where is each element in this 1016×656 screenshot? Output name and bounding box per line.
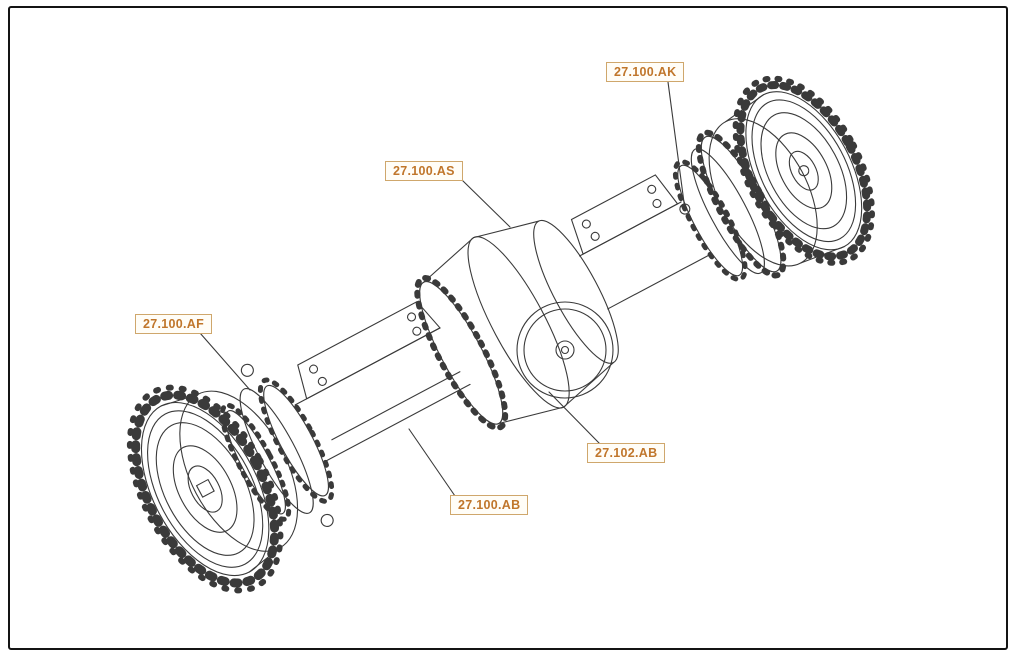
part-callout-27-100-ak[interactable]: 27.100.AK	[606, 62, 685, 83]
part-callout-27-100-as[interactable]: 27.100.AS	[385, 161, 463, 182]
left-mounting-pad	[297, 300, 441, 400]
diff-flange-bolts	[414, 274, 509, 431]
leader-line-27-102-ab	[548, 391, 601, 445]
part-callout-27-100-af[interactable]: 27.100.AF	[135, 314, 213, 335]
left-kingpin-top	[240, 363, 254, 377]
right-hub-stud-heads	[736, 81, 872, 261]
left-kingpin-bottom	[320, 513, 334, 527]
left-hub-stud-shafts	[126, 384, 284, 594]
leader-line-27-100-as	[461, 179, 511, 228]
part-callout-27-100-ab[interactable]: 27.100.AB	[450, 495, 529, 516]
left-hub-center-plug	[195, 478, 215, 498]
diff-cover	[516, 301, 614, 399]
left-hub-stud-heads	[131, 390, 280, 588]
right-mounting-pad	[570, 174, 679, 255]
leader-line-27-100-ab	[408, 428, 456, 497]
figure-frame	[8, 6, 1008, 650]
part-callout-27-102-ab[interactable]: 27.102.AB	[587, 443, 666, 464]
leader-line-27-100-af	[199, 332, 251, 391]
axle-body-group	[126, 75, 875, 594]
leader-line-27-100-ak	[667, 81, 686, 211]
